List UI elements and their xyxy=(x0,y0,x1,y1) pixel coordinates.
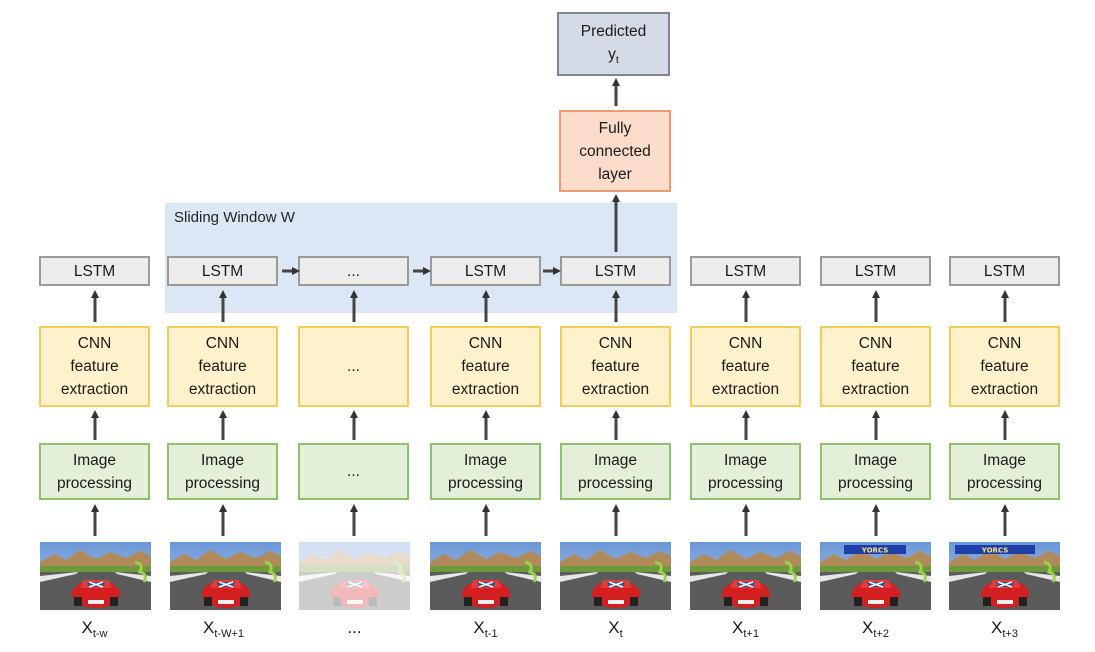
game-frame-thumbnail xyxy=(560,542,671,610)
lstm-box-ellipsis: ... xyxy=(298,256,409,286)
cnn-feature-extraction-box: CNN feature extraction xyxy=(430,326,541,407)
game-frame-thumbnail-faded xyxy=(299,542,410,610)
cnn-feature-extraction-box: CNN feature extraction xyxy=(949,326,1060,407)
svg-text:YORCS: YORCS xyxy=(981,547,1008,555)
predicted-symbol: y xyxy=(608,46,616,63)
racing-game-scene xyxy=(170,542,281,610)
racing-game-scene: YORCS xyxy=(820,542,931,610)
lstm-box: LSTM xyxy=(167,256,278,286)
input-frame-label: Xt-1 xyxy=(473,618,498,640)
lstm-box: LSTM xyxy=(820,256,931,286)
cnn-feature-extraction-box: CNN feature extraction xyxy=(167,326,278,407)
lstm-box: LSTM xyxy=(430,256,541,286)
input-frame-label: Xt-w xyxy=(81,618,108,640)
racing-game-scene xyxy=(430,542,541,610)
image-processing-box-ellipsis: ... xyxy=(298,443,409,500)
svg-text:YORCS: YORCS xyxy=(861,547,888,555)
input-frame-label: ... xyxy=(347,618,362,637)
game-frame-thumbnail xyxy=(430,542,541,610)
predicted-subscript: t xyxy=(615,54,619,66)
racing-game-scene xyxy=(690,542,801,610)
image-processing-box: Image processing xyxy=(690,443,801,500)
lstm-box: LSTM xyxy=(690,256,801,286)
input-frame-label: Xt xyxy=(608,618,623,640)
racing-game-scene xyxy=(299,542,410,610)
input-frame-label: Xt+1 xyxy=(732,618,759,640)
racing-game-scene: YORCS xyxy=(949,542,1060,610)
predicted-output-box: Predicted yt xyxy=(557,12,670,76)
image-processing-box: Image processing xyxy=(560,443,671,500)
image-processing-box: Image processing xyxy=(820,443,931,500)
fully-connected-layer-box: Fully connected layer xyxy=(559,110,671,192)
cnn-feature-extraction-box: CNN feature extraction xyxy=(690,326,801,407)
lstm-box: LSTM xyxy=(949,256,1060,286)
cnn-feature-extraction-box: CNN feature extraction xyxy=(39,326,150,407)
game-frame-thumbnail xyxy=(40,542,151,610)
cnn-feature-extraction-box: CNN feature extraction xyxy=(560,326,671,407)
game-frame-thumbnail: YORCS xyxy=(820,542,931,610)
cnn-feature-extraction-box: CNN feature extraction xyxy=(820,326,931,407)
racing-game-scene xyxy=(40,542,151,610)
sliding-window-label: Sliding Window W xyxy=(174,209,295,226)
input-frame-label: Xt+3 xyxy=(991,618,1018,640)
game-frame-thumbnail xyxy=(690,542,801,610)
predicted-label: Predicted xyxy=(580,23,647,40)
lstm-box: LSTM xyxy=(39,256,150,286)
game-frame-thumbnail: YORCS xyxy=(949,542,1060,610)
input-frame-label: Xt-W+1 xyxy=(203,618,244,640)
image-processing-box: Image processing xyxy=(167,443,278,500)
game-frame-thumbnail xyxy=(170,542,281,610)
lstm-box: LSTM xyxy=(560,256,671,286)
input-frame-label: Xt+2 xyxy=(862,618,889,640)
cnn-feature-extraction-box-ellipsis: ... xyxy=(298,326,409,407)
image-processing-box: Image processing xyxy=(949,443,1060,500)
image-processing-box: Image processing xyxy=(39,443,150,500)
image-processing-box: Image processing xyxy=(430,443,541,500)
racing-game-scene xyxy=(560,542,671,610)
